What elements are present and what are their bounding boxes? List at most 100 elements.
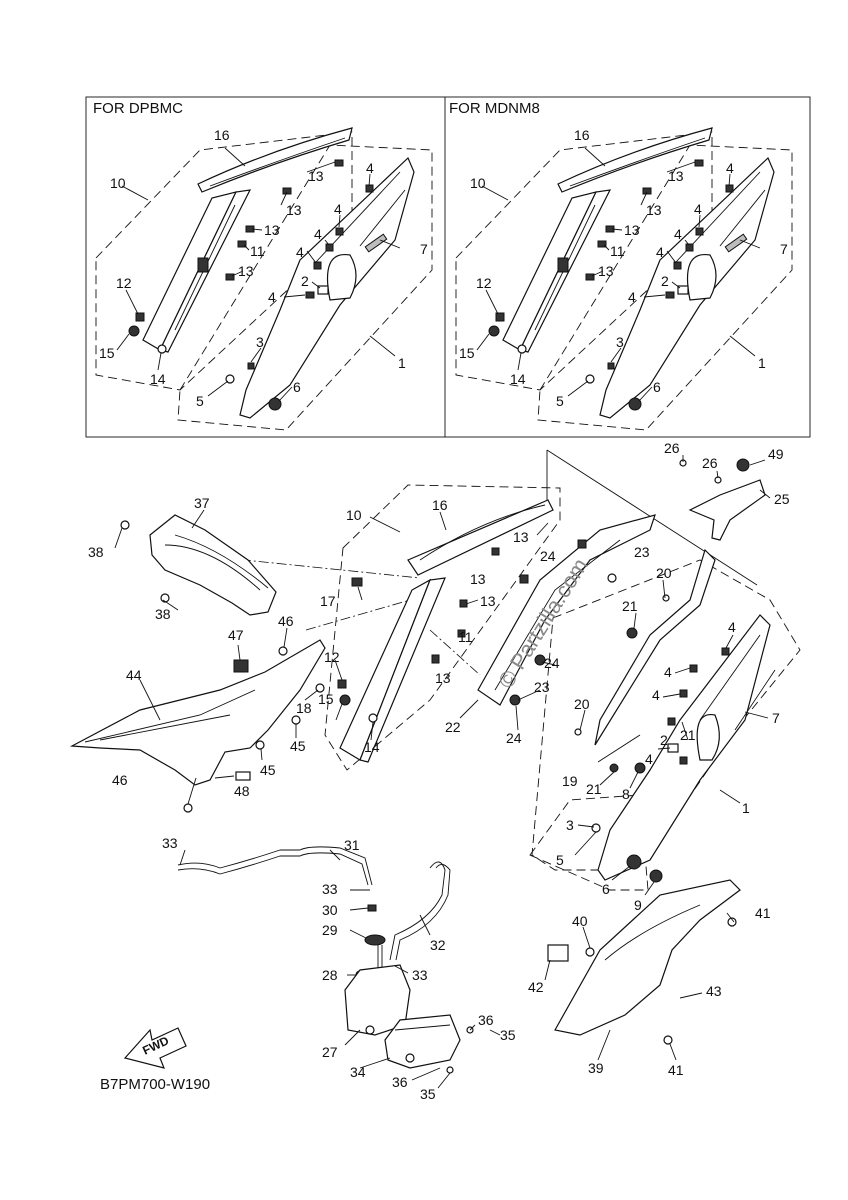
callout: 4	[652, 687, 660, 703]
callout: 24	[506, 730, 522, 746]
callout: 8	[622, 786, 630, 802]
callout: 11	[250, 243, 265, 259]
callout: 26	[702, 455, 718, 471]
callout: 28	[322, 967, 338, 983]
callout: 3	[616, 334, 624, 350]
callout: 42	[528, 979, 544, 995]
callout: 15	[99, 345, 115, 361]
callout: 5	[556, 852, 564, 868]
callout: 20	[574, 696, 590, 712]
callout: 9	[634, 897, 642, 913]
main-assembly: FWD	[69, 440, 801, 1102]
callout: 11	[458, 629, 473, 645]
callout: 14	[364, 739, 380, 755]
callout: 45	[290, 738, 306, 754]
callout: 4	[664, 664, 672, 680]
callout: 7	[772, 710, 780, 726]
inset-left: FOR DPBMC	[93, 100, 433, 431]
callout: 4	[314, 226, 322, 242]
callout: 23	[534, 679, 550, 695]
callout: 1	[758, 355, 766, 371]
callout: 21	[680, 727, 696, 743]
callout: 12	[116, 275, 132, 291]
callout: 20	[656, 565, 672, 581]
callout: 39	[588, 1060, 604, 1076]
callout: 40	[572, 913, 588, 929]
callout: 14	[510, 371, 526, 387]
callout: 36	[392, 1074, 408, 1090]
callout: 4	[728, 619, 736, 635]
callout: 35	[420, 1086, 436, 1102]
callout: 6	[653, 379, 661, 395]
callout: 26	[664, 440, 680, 456]
callout: 24	[544, 655, 560, 671]
callout: 5	[196, 393, 204, 409]
callout: 14	[150, 371, 166, 387]
callout: 4	[296, 244, 304, 260]
callout: 34	[350, 1064, 366, 1080]
inset-title: FOR DPBMC	[93, 100, 183, 117]
callout: 36	[478, 1012, 494, 1028]
callout: 16	[214, 127, 230, 143]
callout: 21	[586, 781, 602, 797]
callout: 4	[268, 289, 276, 305]
callout: 49	[768, 446, 784, 462]
forward-arrow-icon: FWD	[123, 1027, 187, 1069]
callout: 13	[238, 263, 254, 279]
callout: 24	[540, 548, 556, 564]
callout: 15	[459, 345, 475, 361]
callout: 10	[470, 175, 486, 191]
callout: 33	[412, 967, 428, 983]
inset-title: FOR MDNM8	[449, 100, 540, 117]
callout: 13	[513, 529, 529, 545]
callout: 16	[432, 497, 448, 513]
callout: 33	[162, 835, 178, 851]
callout: 4	[726, 160, 734, 176]
callout: 12	[324, 649, 340, 665]
callout: 31	[344, 837, 360, 853]
callout: 48	[234, 783, 250, 799]
callout: 4	[656, 244, 664, 260]
callout: 13	[470, 571, 486, 587]
callout: 17	[320, 593, 336, 609]
inset-right: FOR MDNM8	[449, 100, 793, 431]
inset-frame	[85, 96, 811, 438]
callout: 41	[755, 905, 771, 921]
callout: 32	[430, 937, 446, 953]
drawing-code: B7PM700-W190	[100, 1076, 210, 1093]
callout: 18	[296, 700, 312, 716]
callout: 27	[322, 1044, 338, 1060]
callout: 2	[660, 732, 668, 748]
callout: 30	[322, 902, 338, 918]
callout: 37	[194, 495, 210, 511]
callout: 13	[264, 222, 280, 238]
callout: 25	[774, 491, 790, 507]
callout: 44	[126, 667, 142, 683]
callout: 23	[634, 544, 650, 560]
callout: 4	[694, 201, 702, 217]
callout: 16	[574, 127, 590, 143]
callout: 46	[278, 613, 294, 629]
callout: 3	[256, 334, 264, 350]
callout: 35	[500, 1027, 516, 1043]
callout: 22	[445, 719, 461, 735]
callout: 3	[566, 817, 574, 833]
callout: 13	[668, 168, 684, 184]
callout: 10	[110, 175, 126, 191]
callout: 46	[112, 772, 128, 788]
callout: 13	[435, 670, 451, 686]
watermark: © Partzilla.com	[493, 554, 593, 693]
callout: 41	[668, 1062, 684, 1078]
callout: 13	[308, 168, 324, 184]
callout: 4	[674, 226, 682, 242]
callout: 13	[624, 222, 640, 238]
callout: 10	[346, 507, 362, 523]
callout: 4	[645, 751, 653, 767]
callout: 47	[228, 627, 244, 643]
callout: 7	[780, 241, 788, 257]
callout: 4	[366, 160, 374, 176]
callout: 45	[260, 762, 276, 778]
callout: 1	[398, 355, 406, 371]
callout: 13	[286, 202, 302, 218]
callout: 12	[476, 275, 492, 291]
